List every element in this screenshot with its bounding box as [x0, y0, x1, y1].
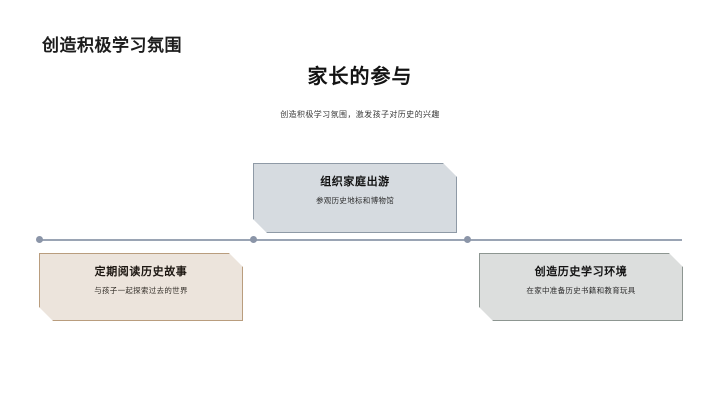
card-title: 组织家庭出游 [320, 176, 390, 188]
card-title: 定期阅读历史故事 [94, 266, 188, 278]
card-description: 在家中准备历史书籍和教育玩具 [526, 286, 636, 295]
timeline-card-reading-stories: 定期阅读历史故事 与孩子一起探索过去的世界 [39, 253, 243, 321]
card-border-frame [253, 163, 457, 233]
slide-section-title: 创造积极学习氛围 [42, 36, 182, 55]
slide-main-heading: 家长的参与 [307, 66, 413, 88]
timeline-axis-line [38, 239, 682, 241]
slide-subtitle: 创造积极学习氛围，激发孩子对历史的兴趣 [280, 110, 440, 119]
timeline-node-marker-2 [250, 236, 257, 243]
card-description: 参观历史地标和博物馆 [316, 196, 394, 205]
card-title: 创造历史学习环境 [534, 266, 628, 278]
timeline-card-family-trips: 组织家庭出游 参观历史地标和博物馆 [253, 163, 457, 233]
card-description: 与孩子一起探索过去的世界 [94, 286, 188, 295]
timeline-node-marker-3 [464, 236, 471, 243]
timeline-node-marker-1 [36, 236, 43, 243]
timeline-card-learning-environment: 创造历史学习环境 在家中准备历史书籍和教育玩具 [479, 253, 683, 321]
